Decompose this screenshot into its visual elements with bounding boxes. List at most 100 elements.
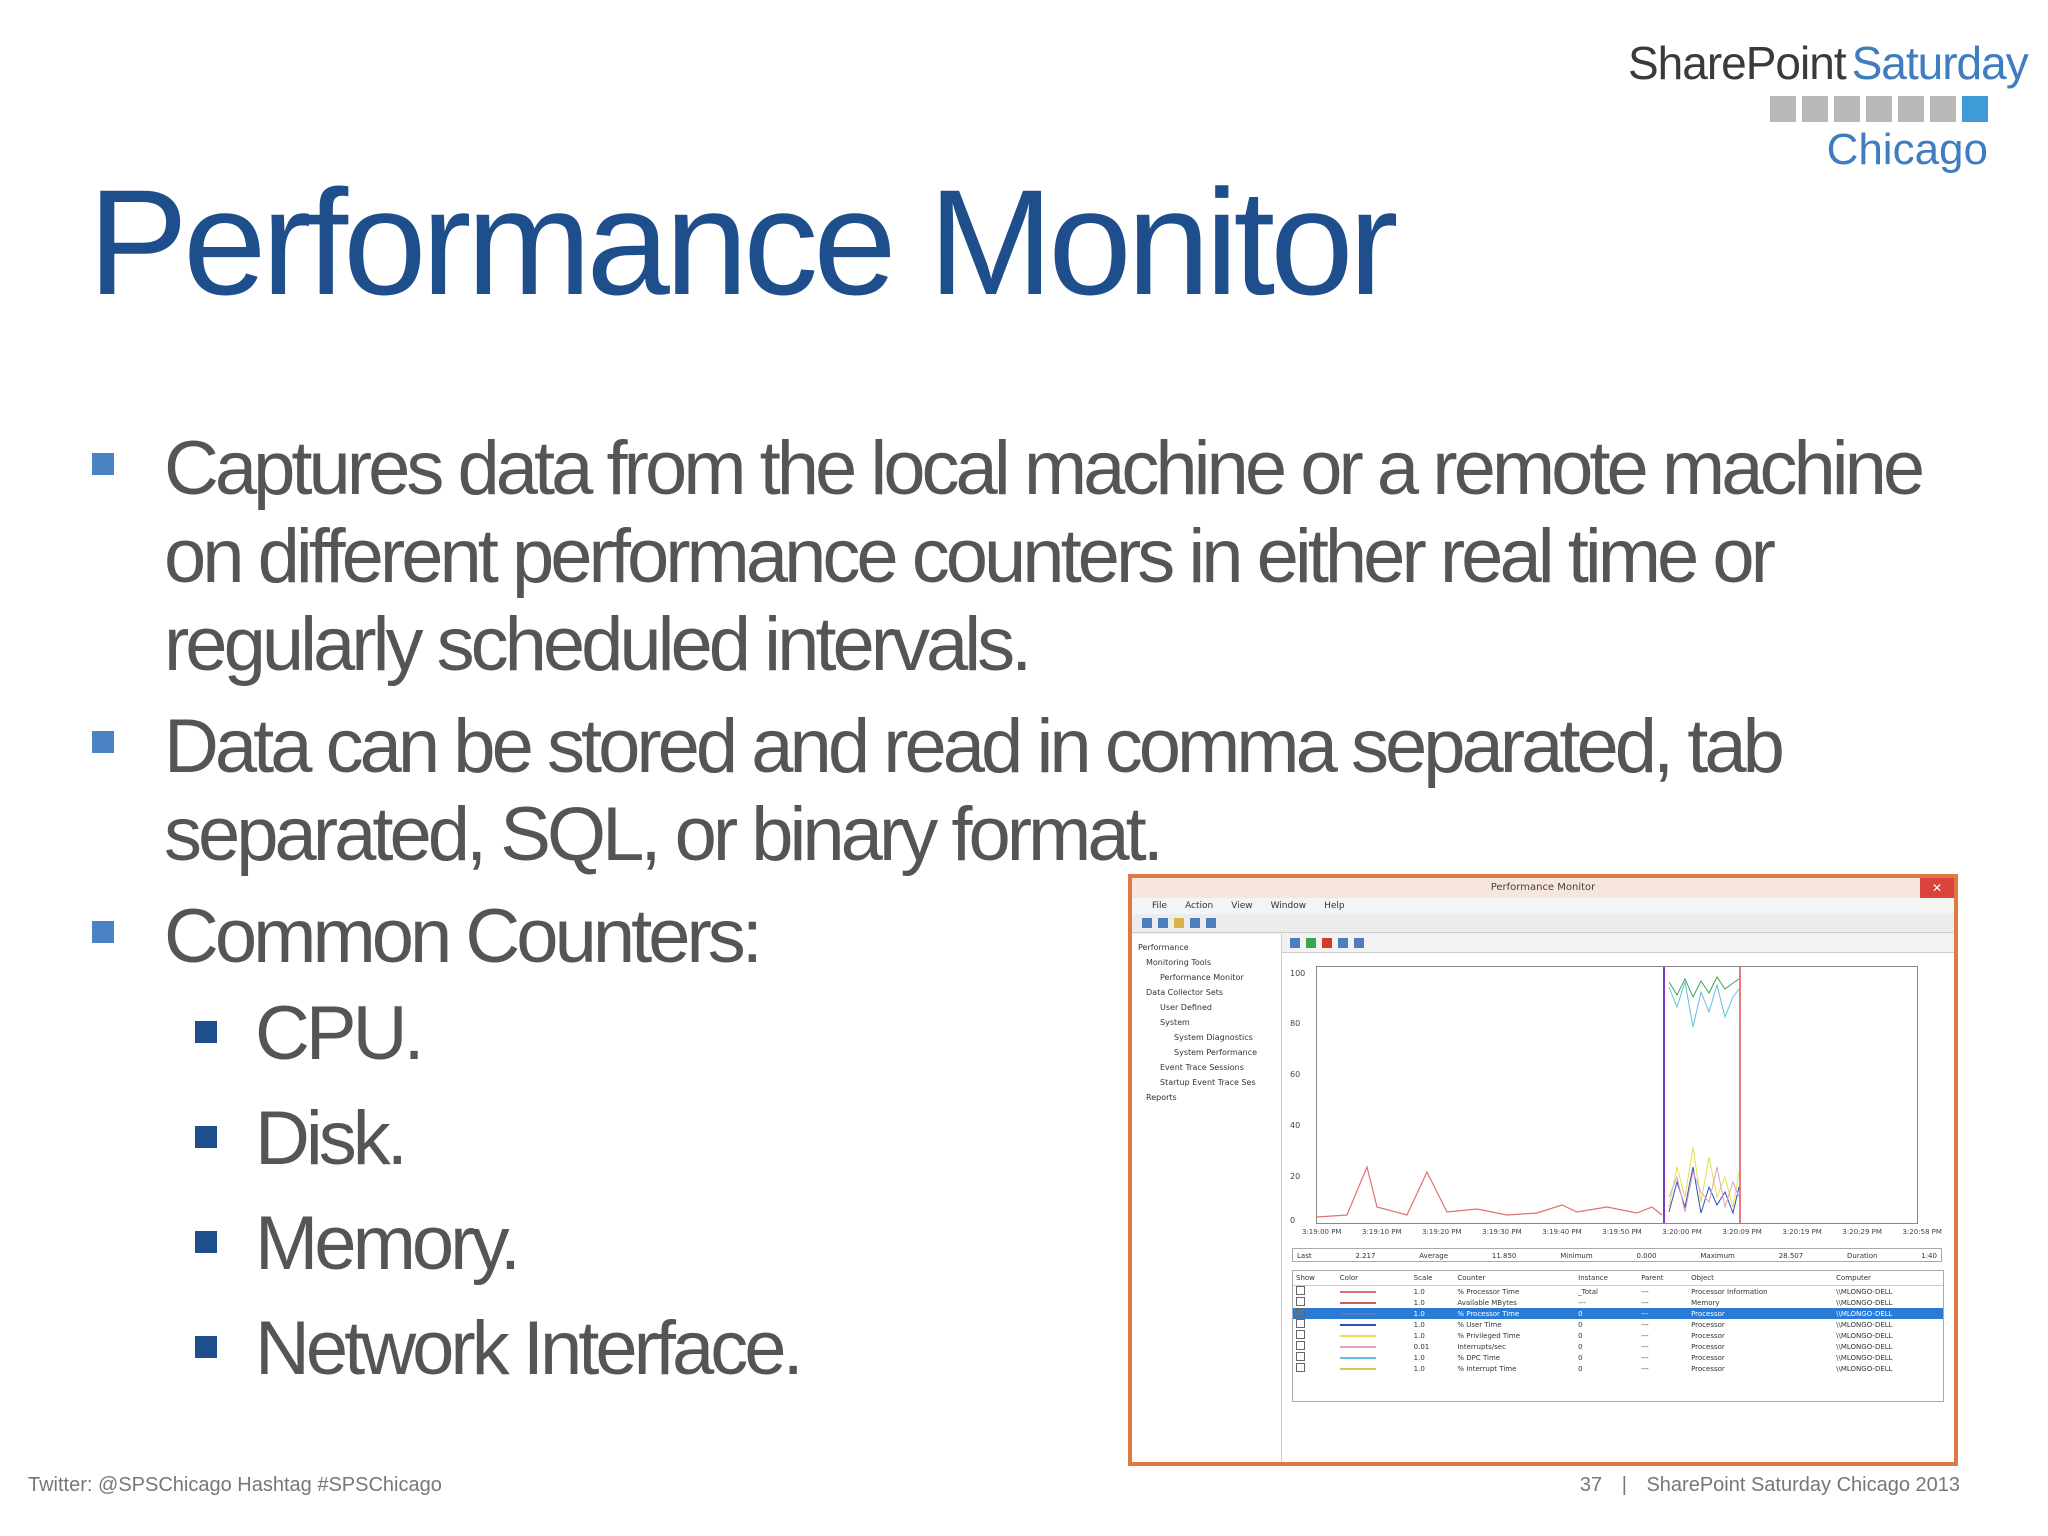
cell-parent: --- xyxy=(1641,1287,1649,1296)
bullet-square-icon xyxy=(92,731,114,753)
cell-computer: \\MLONGO-DELL xyxy=(1836,1320,1893,1329)
cell-instance: 0 xyxy=(1578,1331,1583,1340)
cell-parent: --- xyxy=(1641,1320,1649,1329)
col-counter: Counter xyxy=(1454,1271,1576,1286)
cell-instance: 0 xyxy=(1578,1364,1583,1373)
cell-counter: % Processor Time xyxy=(1457,1287,1520,1296)
perfmon-window-title: Performance Monitor xyxy=(1490,882,1596,893)
counter-table-header: Show Color Scale Counter Instance Parent… xyxy=(1293,1271,1943,1286)
stat-last-label: Last xyxy=(1297,1252,1312,1260)
cell-show xyxy=(1293,1319,1337,1330)
counter-table: Show Color Scale Counter Instance Parent… xyxy=(1292,1270,1944,1402)
bullet-square-icon xyxy=(195,1021,217,1043)
sub-bullet-item: Memory. xyxy=(90,1191,1940,1296)
color-swatch xyxy=(1339,1301,1376,1304)
color-swatch xyxy=(1339,1356,1376,1359)
cell-color xyxy=(1337,1352,1411,1363)
highlight-icon xyxy=(1338,938,1348,948)
footer-right: 37 | SharePoint Saturday Chicago 2013 xyxy=(1580,1474,1960,1497)
perfmon-toolbar xyxy=(1132,914,1954,933)
graph-view-icon xyxy=(1290,938,1300,948)
stat-avg: 11.850 xyxy=(1491,1252,1517,1260)
x-tick: 3:20:19 PM xyxy=(1782,1228,1822,1236)
tree-item: Event Trace Sessions xyxy=(1160,1063,1244,1072)
checkbox-icon xyxy=(1296,1341,1305,1350)
checkbox-icon xyxy=(1296,1352,1305,1361)
col-color: Color xyxy=(1336,1271,1411,1286)
checkbox-icon xyxy=(1296,1297,1305,1306)
perfmon-graph xyxy=(1316,966,1918,1224)
cell-object: Processor xyxy=(1691,1353,1725,1362)
cell-scale: 1.0 xyxy=(1413,1353,1425,1362)
cell-counter: % Processor Time xyxy=(1454,1308,1576,1319)
cell-counter: % User Time xyxy=(1457,1320,1502,1329)
menu-help: Help xyxy=(1324,901,1345,911)
x-tick: 3:20:09 PM xyxy=(1722,1228,1762,1236)
slide-title: Performance Monitor xyxy=(88,158,1399,326)
cell-object: Processor Information xyxy=(1691,1287,1768,1296)
sub-bullet-item: Network Interface. xyxy=(90,1296,1940,1401)
y-tick: 80 xyxy=(1290,1019,1301,1028)
cell-instance: _Total xyxy=(1578,1287,1599,1296)
stat-min: 0.000 xyxy=(1636,1252,1657,1260)
bullet-square-icon xyxy=(195,1231,217,1253)
view-icon xyxy=(1190,918,1200,928)
stat-max: 28.507 xyxy=(1778,1252,1804,1260)
bullet-item: Data can be stored and read in comma sep… xyxy=(90,703,1864,879)
bullet-list: Captures data from the local machine or … xyxy=(90,425,1940,1401)
cell-computer: \\MLONGO-DELL xyxy=(1836,1353,1893,1362)
checkbox-icon xyxy=(1296,1286,1305,1295)
x-axis-labels: 3:19:00 PM 3:19:10 PM 3:19:20 PM 3:19:30… xyxy=(1302,1228,1942,1236)
cell-parent: --- xyxy=(1641,1353,1649,1362)
cell-scale: 0.01 xyxy=(1413,1342,1430,1351)
cell-parent: --- xyxy=(1641,1298,1649,1307)
help-icon xyxy=(1206,918,1216,928)
menu-view: View xyxy=(1231,901,1253,911)
cell-instance: 0 xyxy=(1575,1308,1639,1319)
cell-computer: \\MLONGO-DELL xyxy=(1836,1342,1893,1351)
col-scale: Scale xyxy=(1410,1271,1455,1286)
cell-object: Processor xyxy=(1688,1308,1834,1319)
cell-computer: \\MLONGO-DELL xyxy=(1836,1364,1893,1373)
stats-bar: Last 2.217 Average 11.850 Minimum 0.000 … xyxy=(1292,1248,1942,1262)
graph-toolbar xyxy=(1282,934,1954,953)
cell-object: Processor xyxy=(1691,1342,1725,1351)
graph-svg xyxy=(1316,967,1741,1223)
pause-icon xyxy=(1354,938,1364,948)
x-tick: 3:20:00 PM xyxy=(1662,1228,1702,1236)
cell-object: Processor xyxy=(1691,1331,1725,1340)
menu-file: File xyxy=(1152,901,1168,911)
delete-counter-icon xyxy=(1322,938,1332,948)
bullet-item: Common Counters: xyxy=(90,893,1940,981)
checkbox-icon xyxy=(1296,1330,1305,1339)
footer-event: SharePoint Saturday Chicago 2013 xyxy=(1646,1474,1960,1496)
col-object: Object xyxy=(1688,1271,1834,1286)
col-computer: Computer xyxy=(1833,1271,1943,1286)
logo-saturday: Saturday xyxy=(1851,37,2029,89)
counter-rows: 1.0% Processor Time_Total---Processor In… xyxy=(1293,1286,1943,1375)
tree-item: Performance Monitor xyxy=(1160,973,1244,982)
checkbox-icon xyxy=(1296,1363,1305,1372)
color-swatch xyxy=(1339,1323,1376,1326)
cell-show xyxy=(1293,1286,1337,1298)
cell-show xyxy=(1293,1297,1337,1308)
cell-scale: 1.0 xyxy=(1413,1320,1425,1329)
y-tick: 40 xyxy=(1290,1121,1301,1130)
footer-separator: | xyxy=(1621,1474,1627,1496)
y-tick: 60 xyxy=(1290,1070,1301,1079)
tree-item: System Diagnostics xyxy=(1174,1033,1253,1042)
cell-scale: 1.0 xyxy=(1410,1308,1455,1319)
cell-parent: --- xyxy=(1641,1342,1649,1351)
stat-dur: 1:40 xyxy=(1921,1252,1937,1260)
cell-scale: 1.0 xyxy=(1413,1298,1425,1307)
x-tick: 3:19:30 PM xyxy=(1482,1228,1522,1236)
tree-item: Data Collector Sets xyxy=(1146,988,1224,997)
cell-computer: \\MLONGO-DELL xyxy=(1836,1331,1893,1340)
